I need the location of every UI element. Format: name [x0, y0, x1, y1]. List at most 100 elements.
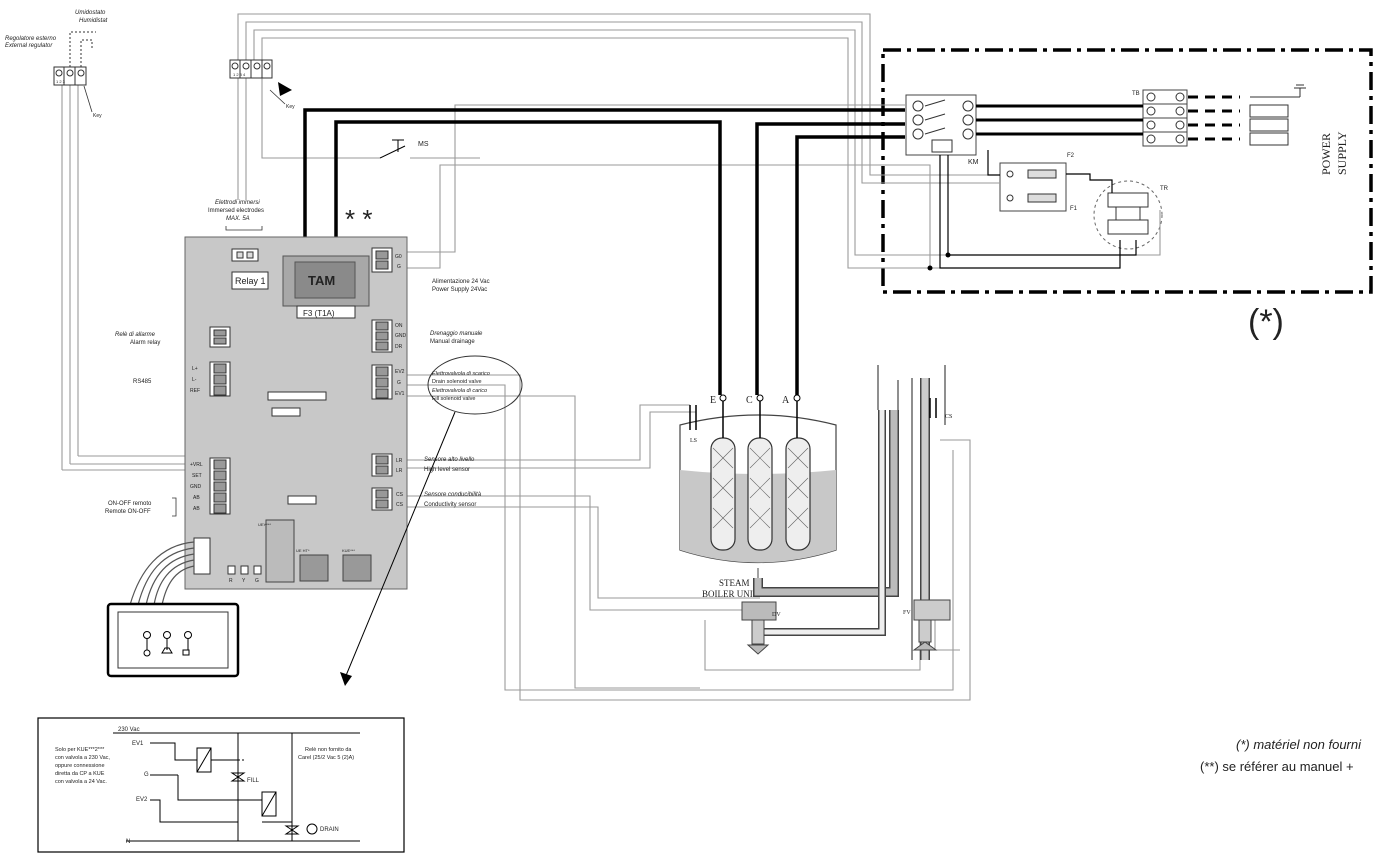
- ab-label-2: AB: [193, 506, 200, 512]
- dv-label: DV: [772, 612, 781, 618]
- inset-note-4: diretta da CP a KUE: [55, 771, 105, 777]
- gnd-drain-label: GND: [395, 333, 407, 339]
- rs-plus-label: L+: [192, 366, 198, 372]
- contactor-km: [905, 94, 977, 156]
- humidistat-icon: [69, 31, 96, 67]
- display-terminal: [106, 602, 240, 678]
- sol-fill-label-en: Fill solenoid valve: [432, 396, 475, 402]
- f1-label: F1: [1070, 206, 1078, 212]
- inset-g-label: G: [144, 772, 149, 778]
- remote-label-en: Remote ON-OFF: [105, 509, 151, 515]
- electrodes-label-it: Elettrodi immersi: [215, 200, 260, 206]
- inset-drain-label: DRAIN: [320, 827, 339, 833]
- inset-vac-label: 230 Vac: [118, 727, 140, 733]
- sol-drain-label-it: Elettrovalvola di scarico: [432, 371, 490, 377]
- fuse-block: [999, 162, 1067, 212]
- external-regulator-terminal: [53, 66, 87, 86]
- sol-drain-label-en: Drain solenoid valve: [432, 379, 482, 385]
- inset-relay-1: Relè non fornito da: [305, 747, 352, 753]
- cond-label-en: Conductivity sensor: [424, 502, 476, 508]
- lr-label-1: LR: [396, 458, 403, 464]
- inset-note-5: con valvola a 24 Vac.: [55, 779, 107, 785]
- power-supply-enclosure: [881, 48, 1373, 294]
- inset-ev1-label: EV1: [132, 741, 144, 747]
- inset-note-2: con valvola a 230 Vac,: [55, 755, 110, 761]
- led-r-label: R: [229, 578, 233, 584]
- ev2-label: EV2: [395, 369, 405, 375]
- cs-label-1: CS: [396, 492, 404, 498]
- remote-label-it: ON-OFF remoto: [108, 501, 152, 507]
- tr-label: TR: [1160, 186, 1169, 192]
- note-not-supplied: (*) matériel non fourni: [1236, 737, 1362, 752]
- key-label-1: Key: [93, 113, 102, 119]
- mains-loads: [1249, 84, 1306, 146]
- plus-vrl-label: +VRL: [190, 462, 203, 468]
- km-label: KM: [968, 159, 979, 166]
- boiler-label-2: BOILER UNIT: [702, 589, 759, 599]
- km-to-tb-wires: [976, 104, 1143, 136]
- cs-label-2: CS: [396, 502, 404, 508]
- power-supply-label-1: POWER: [1319, 133, 1333, 175]
- electrodes-label-en: Immersed electrodes: [208, 208, 264, 214]
- callout-arrow-icon: [340, 672, 352, 686]
- cs-label: CS: [945, 414, 952, 420]
- evg-label: G: [397, 380, 401, 386]
- drain-label-it: Drenaggio manuale: [430, 331, 483, 337]
- rs-ref-label: REF: [190, 388, 200, 394]
- terminal-solenoids: [371, 364, 393, 400]
- fuse-f3-label: F3 (T1A): [303, 309, 335, 318]
- alarm-label-it: Relè di allarme: [115, 332, 156, 338]
- fv-label: FV: [903, 610, 911, 616]
- remote-terminal-numbers: 1 2 3 4: [233, 72, 246, 77]
- relay-1-label: Relay 1: [235, 276, 266, 286]
- level-label-en: High level sensor: [424, 467, 470, 473]
- note-see-manual: (**) se référer au manuel +: [1200, 759, 1354, 774]
- power-supply-label-2: SUPPLY: [1335, 131, 1349, 175]
- tam-label: TAM: [308, 273, 335, 288]
- pin-header-1: [267, 391, 327, 505]
- on-label: ON: [395, 323, 403, 329]
- inset-relay-2: Carel (25/2 Vac 5 (2)A): [298, 755, 354, 761]
- power-wires: [303, 108, 905, 395]
- not-supplied-marker: (*): [1248, 303, 1284, 341]
- drain-valve-symbol: [284, 825, 300, 835]
- sol-fill-label-it: Elettrovalvola di carico: [432, 388, 487, 394]
- terminal-level: [371, 453, 393, 477]
- terminal-block-tb: [1142, 89, 1188, 147]
- lr-label-2: LR: [396, 468, 403, 474]
- terminal-rs485: [209, 361, 231, 397]
- ev1-label: EV1: [395, 391, 405, 397]
- key-label-2: Key: [286, 104, 295, 110]
- cs-sensor: [929, 398, 937, 418]
- terminal-conductivity: [371, 487, 393, 511]
- g-label: G: [397, 264, 401, 270]
- electrodes-max: MAX. 5A: [226, 216, 250, 222]
- ab-label-1: AB: [193, 495, 200, 501]
- gnd-label: GND: [190, 484, 202, 490]
- terminal-regulator: [209, 457, 231, 515]
- inset-note-3: oppure connessione: [55, 763, 105, 769]
- electrode-hatching: [712, 447, 809, 529]
- inset-ev2-label: EV2: [136, 797, 148, 803]
- drain-valve-icon: [741, 601, 777, 655]
- fill-valve-icon: [912, 599, 951, 651]
- power-label-it: Alimentazione 24 Vac: [432, 279, 490, 285]
- g0-label: G0: [395, 254, 402, 260]
- tb-label: TB: [1132, 91, 1140, 97]
- mains-lines: [1188, 95, 1240, 141]
- inset-schematic: [37, 717, 405, 853]
- chip-3-label: KUE***: [342, 548, 355, 553]
- ribbon-cable: [129, 541, 195, 606]
- terminal-alarm: [209, 326, 231, 348]
- regulator-label-en: External regulator: [5, 43, 53, 49]
- ls-label: LS: [690, 438, 697, 444]
- control-wires: [939, 150, 1137, 269]
- inset-fill-label: FILL: [247, 778, 260, 784]
- external-terminal-numbers: 1 2 3: [56, 79, 66, 84]
- power-label-en: Power Supply 24Vac: [432, 287, 487, 293]
- chip-2-label: UE HT*: [296, 548, 310, 553]
- signal-wiring: [61, 13, 1161, 701]
- rs485-label: RS485: [133, 379, 152, 385]
- terminal-power: [371, 247, 393, 273]
